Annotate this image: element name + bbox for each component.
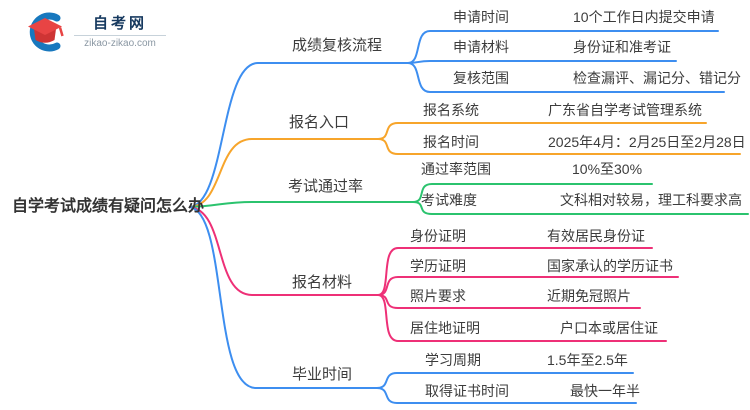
leaf-node-label: 报名系统 [423, 102, 479, 118]
branch-node-signup-materials: 报名材料 [292, 274, 353, 291]
leaf-node-value: 国家承认的学历证书 [547, 258, 673, 274]
branch1-row1-line [407, 30, 719, 64]
leaf-node-value: 10%至30% [572, 161, 643, 177]
leaf-node-label: 申请材料 [453, 39, 509, 55]
graduation-cap-logo-icon [28, 12, 64, 52]
logo-crescent-shape [29, 12, 61, 52]
logo-tassel-shape [58, 27, 64, 37]
logo-text-block: 自考网 zikao-zikao.com [74, 15, 166, 49]
leaf-node-value: 身份证和准考证 [573, 39, 671, 55]
leaf-node-label: 取得证书时间 [425, 383, 509, 399]
branch1-line [189, 62, 409, 208]
leaf-node-value: 文科相对较易，理工科要求高 [560, 192, 742, 208]
leaf-node-value: 检查漏评、漏记分、错记分 [573, 70, 741, 86]
site-logo[interactable]: 自考网 zikao-zikao.com [22, 10, 166, 54]
leaf-node-value: 户口本或居住证 [560, 320, 658, 336]
leaf-node-label: 申请时间 [453, 9, 509, 25]
logo-divider [74, 35, 166, 36]
leaf-node-value: 近期免冠照片 [547, 288, 631, 304]
leaf-node-label: 考试难度 [421, 192, 477, 208]
logo-url: zikao-zikao.com [84, 38, 156, 49]
leaf-node-label: 复核范围 [453, 70, 509, 86]
leaf-node-value: 10个工作日内提交申请 [573, 9, 715, 25]
leaf-node-label: 照片要求 [410, 288, 466, 304]
branch-node-review-process: 成绩复核流程 [292, 37, 383, 54]
leaf-node-value: 广东省自学考试管理系统 [548, 102, 702, 118]
branch4-row4-line [377, 294, 667, 342]
branch-node-pass-rate: 考试通过率 [288, 178, 364, 195]
leaf-node-label: 学习周期 [425, 352, 481, 368]
logo-title: 自考网 [92, 15, 147, 32]
branch4-line [189, 206, 379, 296]
leaf-node-value: 2025年4月：2月25日至2月28日 [548, 134, 746, 150]
leaf-node-value: 最快一年半 [570, 383, 640, 399]
logo-cap-base-shape [34, 29, 56, 43]
leaf-node-value: 1.5年至2.5年 [547, 352, 628, 368]
leaf-node-label: 学历证明 [410, 258, 466, 274]
branch3-line [189, 201, 414, 208]
branch-node-graduation-time: 毕业时间 [292, 366, 353, 383]
leaf-node-value: 有效居民身份证 [547, 228, 645, 244]
leaf-node-label: 通过率范围 [421, 161, 491, 177]
branch5-line [189, 206, 378, 389]
branch2-row2-line [377, 138, 741, 155]
branch2-line [189, 138, 379, 208]
logo-cap-top-shape [28, 18, 62, 35]
leaf-node-label: 居住地证明 [410, 320, 480, 336]
branch5-row2-line [376, 387, 637, 404]
branch-node-signup-entry: 报名入口 [289, 114, 350, 131]
leaf-node-label: 报名时间 [423, 134, 479, 150]
branch1-row2-line [407, 60, 677, 64]
leaf-node-label: 身份证明 [410, 228, 466, 244]
root-node-label: 自学考试成绩有疑问怎么办 [12, 198, 205, 215]
branch1-row3-line [407, 62, 725, 93]
branch3-row2-line [412, 201, 749, 215]
